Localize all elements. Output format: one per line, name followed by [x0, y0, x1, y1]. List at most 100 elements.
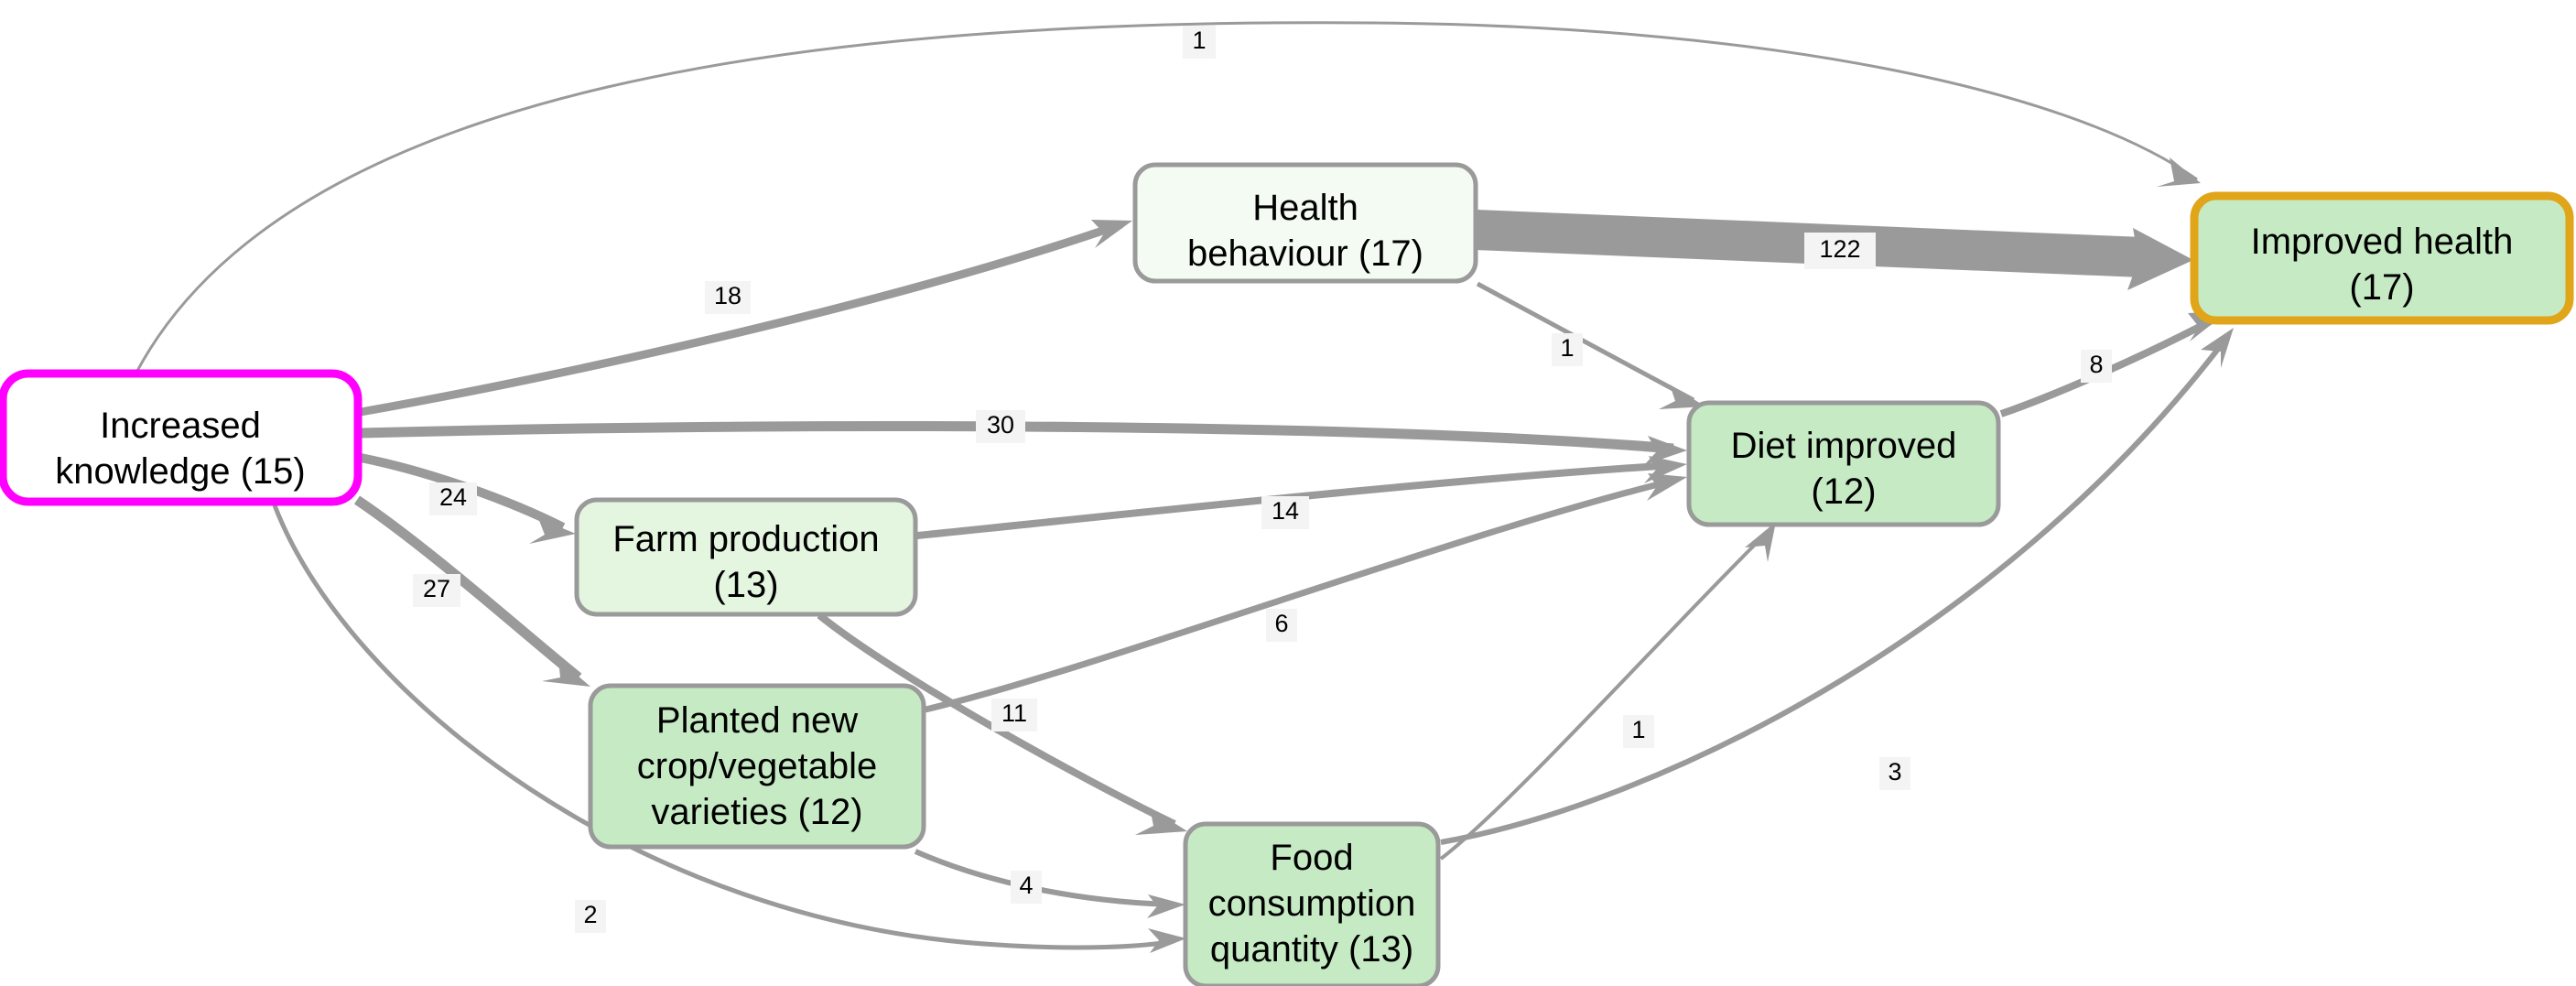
edge-label-diet-improved-improved-health: 8 [2089, 351, 2103, 378]
edge-label-group: 1 [1183, 26, 1216, 59]
edge-path [914, 849, 1173, 907]
edge-label-group: 24 [429, 482, 477, 515]
node-label-line: Increased [100, 406, 261, 446]
edge-label-food-consumption-improved-health: 3 [1888, 758, 1901, 786]
edge-label-farm-production-food-consumption: 11 [1001, 699, 1027, 727]
node-label-line: crop/vegetable [637, 746, 877, 786]
node-planted-new-varieties[interactable]: Planted new crop/vegetable varieties (12… [588, 683, 926, 850]
edge-label-backdrop [1623, 715, 1654, 748]
edge-path [1440, 339, 2227, 845]
edge-increased-knowledge-to-health-behaviour[interactable] [360, 220, 1132, 417]
node-label-line: Improved health [2251, 222, 2514, 262]
node-label-line: behaviour (17) [1187, 233, 1423, 274]
edge-path [353, 495, 582, 682]
edge-label-group: 18 [705, 281, 751, 314]
edge-path [272, 504, 1174, 950]
node-farm-production[interactable]: Farm production (13) [574, 497, 918, 617]
edge-label-backdrop [429, 482, 477, 515]
edge-label-group: 4 [1011, 871, 1042, 904]
node-box [1183, 821, 1441, 986]
edge-label-backdrop [413, 574, 460, 607]
edge-increased-knowledge-to-food-consumption[interactable] [272, 504, 1186, 953]
edge-increased-knowledge-to-planted-new-varieties[interactable] [353, 495, 590, 687]
edge-path [360, 421, 1674, 454]
arrowhead-icon [1745, 522, 1776, 562]
edge-path [817, 612, 1176, 828]
node-box [574, 497, 918, 617]
edge-label-health-behaviour-improved-health: 122 [1819, 235, 1860, 263]
edge-label-group: 6 [1266, 609, 1297, 642]
arrowhead-icon [2201, 328, 2234, 368]
edge-label-group: 1 [1552, 333, 1583, 366]
arrowhead-icon [2127, 228, 2193, 290]
arrowhead-icon [542, 659, 590, 687]
edge-path [360, 220, 1123, 417]
edge-path [1439, 531, 1769, 861]
node-label-line: Diet improved [1731, 426, 1957, 466]
arrowhead-icon [529, 518, 576, 544]
edge-label-backdrop [976, 410, 1025, 443]
arrowhead-icon [1147, 894, 1185, 918]
node-food-consumption-quantity[interactable]: Food consumption quantity (13) [1183, 821, 1441, 986]
node-label-line: (17) [2349, 267, 2414, 308]
edge-label-planted-new-varieties-food-consumption: 4 [1019, 872, 1033, 899]
node-label-line: Farm production [612, 519, 879, 559]
edge-label-food-consumption-diet-improved: 1 [1631, 716, 1645, 743]
edge-label-backdrop [1183, 26, 1216, 59]
edge-diet-improved-to-improved-health[interactable] [1999, 311, 2228, 417]
edge-label-backdrop [1804, 233, 1876, 269]
edge-food-consumption-to-improved-health[interactable] [1440, 328, 2234, 845]
edge-label-health-behaviour-diet-improved: 1 [1560, 334, 1574, 362]
edge-label-backdrop [705, 281, 751, 314]
node-label-line: Planted new [656, 700, 858, 741]
node-box [2190, 191, 2574, 325]
edge-label-increased-knowledge-farm-production: 24 [439, 483, 467, 511]
edge-increased-knowledge-to-improved-health[interactable] [135, 21, 2201, 372]
edge-label-farm-production-diet-improved: 14 [1272, 497, 1299, 525]
edge-label-group: 122 [1804, 233, 1876, 269]
edge-label-backdrop [1266, 609, 1297, 642]
edge-path [135, 21, 2198, 372]
edge-label-increased-knowledge-food-consumption: 2 [583, 901, 597, 928]
edge-farm-production-to-food-consumption[interactable] [817, 612, 1187, 835]
arrowhead-icon [1148, 928, 1186, 953]
arrowhead-icon [1647, 473, 1687, 501]
edge-label-backdrop [1552, 333, 1583, 366]
node-label-line: (13) [713, 565, 778, 605]
node-improved-health[interactable]: Improved health (17) [2190, 191, 2574, 325]
arrowhead-icon [1091, 220, 1132, 248]
node-label-line: (12) [1811, 471, 1876, 512]
edge-planted-new-varieties-to-diet-improved[interactable] [925, 473, 1687, 713]
edge-label-backdrop [2081, 350, 2112, 383]
edge-path [925, 477, 1674, 713]
node-health-behaviour[interactable]: Health behaviour (17) [1132, 162, 1478, 284]
edge-label-group: 2 [575, 900, 606, 933]
arrowhead-icon [1135, 807, 1187, 835]
edge-label-backdrop [991, 699, 1037, 731]
edge-label-increased-knowledge-health-behaviour: 18 [714, 282, 741, 309]
node-diet-improved[interactable]: Diet improved (12) [1686, 400, 2001, 527]
node-label-line: knowledge (15) [55, 451, 306, 492]
edge-label-backdrop [1261, 496, 1309, 529]
node-box [1132, 162, 1478, 284]
node-layer: Increased knowledge (15) Health behaviou… [0, 162, 2574, 986]
node-increased-knowledge[interactable]: Increased knowledge (15) [0, 369, 363, 506]
edge-path [1476, 281, 1695, 403]
edge-label-backdrop [1011, 871, 1042, 904]
edge-food-consumption-to-diet-improved[interactable] [1439, 522, 1776, 861]
edge-label-increased-knowledge-planted-new-varieties: 27 [423, 575, 450, 602]
edge-health-behaviour-to-diet-improved[interactable] [1476, 281, 1705, 409]
edge-label-group: 8 [2081, 350, 2112, 383]
edge-label-planted-new-varieties-diet-improved: 6 [1274, 610, 1288, 637]
edge-label-group: 11 [991, 699, 1037, 731]
node-label-line: Health [1252, 188, 1358, 228]
node-label-line: quantity (13) [1210, 929, 1413, 970]
arrowhead-icon [2157, 157, 2201, 187]
edge-label-group: 27 [413, 574, 460, 607]
edge-label-increased-knowledge-diet-improved: 30 [987, 411, 1014, 439]
node-box [1686, 400, 2001, 527]
node-label-line: consumption [1208, 883, 1416, 924]
edge-planted-new-varieties-to-food-consumption[interactable] [914, 849, 1185, 918]
